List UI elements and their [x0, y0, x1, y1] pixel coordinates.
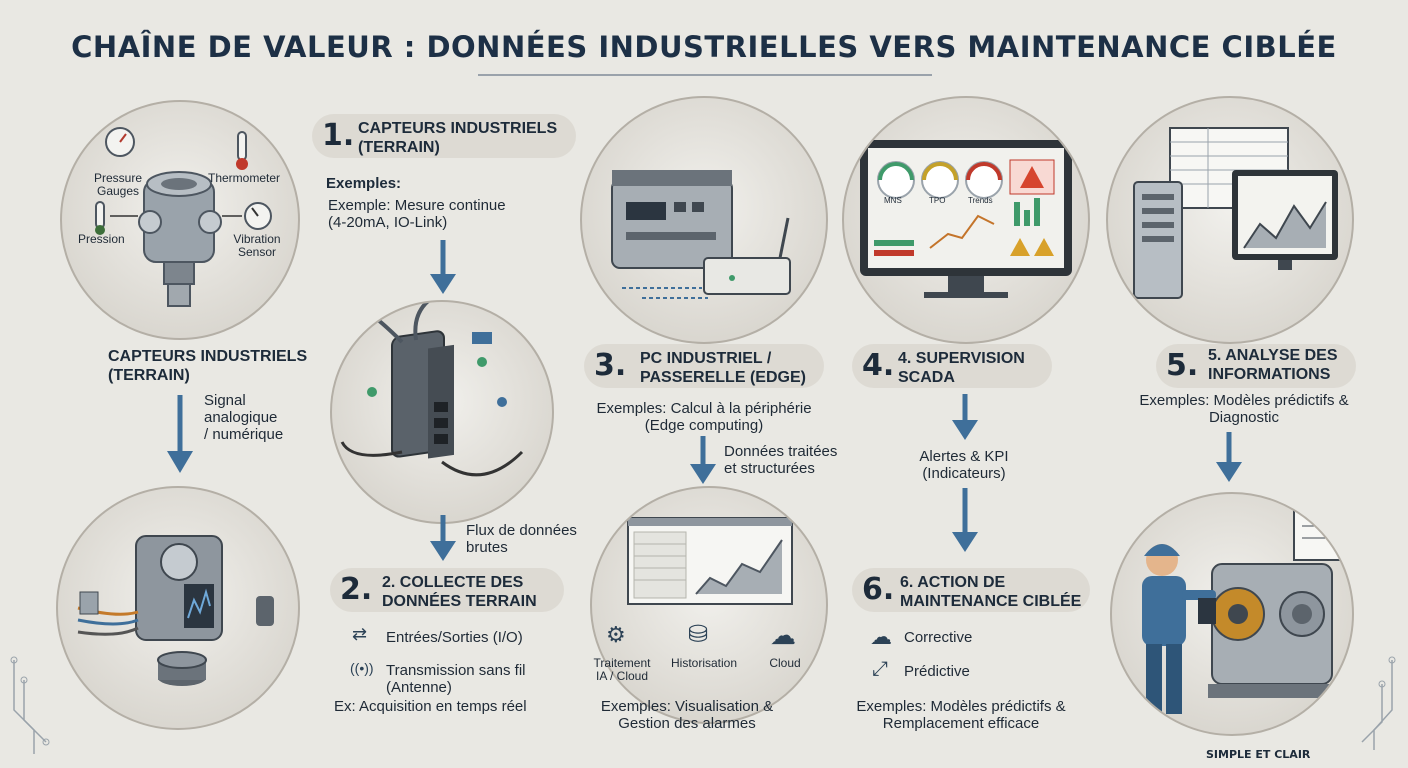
gateway-illustration — [330, 300, 554, 524]
corrective-cloud-icon: ☁ — [870, 624, 892, 649]
step1-examples-text: Exemple: Mesure continue (4-20mA, IO-Lin… — [328, 197, 506, 231]
step3-number: 3. — [594, 348, 627, 383]
io-arrows-icon: ⇄ — [352, 624, 368, 644]
predictive-trend-icon: ⤢ — [872, 658, 888, 680]
step1-heading: CAPTEURS INDUSTRIELS (TERRAIN) — [358, 120, 558, 156]
step5-examples-text: Exemples: Modèles prédictifs & Diagnosti… — [1139, 392, 1349, 426]
historian-illustration — [590, 486, 828, 724]
service-historian-label: Historisation — [670, 656, 738, 670]
step6-corrective-text: Corrective — [904, 629, 973, 646]
step2-number: 2. — [340, 572, 373, 607]
step1-down-arrow — [430, 240, 456, 294]
analysis-illustration — [1106, 96, 1354, 344]
step1-flux-arrow — [430, 515, 456, 561]
step5-header — [1156, 344, 1356, 388]
step2-example: Ex: Acquisition en temps réel — [334, 698, 527, 715]
step4-header — [852, 344, 1052, 388]
service-ai-label: Traitement IA / Cloud — [593, 656, 651, 683]
step1-flux-label: Flux de données brutes — [466, 522, 577, 556]
step4-heading: 4. SUPERVISION SCADA — [898, 350, 1025, 386]
step2-header — [330, 568, 564, 612]
step3-down-arrow — [690, 436, 716, 484]
pressure-gauges-label: Pressure Gauges — [93, 171, 143, 198]
sensors-down-arrow — [167, 395, 193, 473]
gauge-mns-label: MNS — [884, 196, 902, 205]
ai-processing-icon: ⚙ — [606, 622, 626, 647]
antenna-icon: ((•)) — [350, 660, 374, 676]
step6-examples-text: Exemples: Modèles prédictifs & Remplacem… — [856, 698, 1066, 732]
page-title: CHAÎNE DE VALEUR : DONNÉES INDUSTRIELLES… — [71, 30, 1337, 64]
database-icon: ⛁ — [688, 621, 709, 648]
sensors-heading: CAPTEURS INDUSTRIELS (TERRAIN) — [108, 348, 308, 384]
step2-heading: 2. COLLECTE DES DONNÉES TERRAIN — [382, 574, 537, 610]
step4-number: 4. — [862, 348, 895, 383]
gauge-tpo-label: TPO — [929, 196, 946, 205]
industrial-pc-illustration — [580, 96, 828, 344]
circuit-decoration-left — [10, 656, 50, 754]
footer-label: SIMPLE ET CLAIR — [1206, 748, 1311, 761]
step3-examples-text: Exemples: Calcul à la périphérie (Edge c… — [596, 400, 812, 434]
step5-heading: 5. ANALYSE DES INFORMATIONS — [1208, 347, 1338, 383]
step3-bottom-text: Exemples: Visualisation & Gestion des al… — [600, 698, 774, 732]
step6-heading: 6. ACTION DE MAINTENANCE CIBLÉE — [900, 574, 1082, 610]
circuit-decoration-right — [1361, 656, 1396, 750]
service-cloud-label: Cloud — [769, 656, 801, 670]
step4-down-arrow-2 — [952, 488, 978, 552]
step3-heading: PC INDUSTRIEL / PASSERELLE (EDGE) — [640, 350, 806, 386]
gauge-trends-label: Trends — [968, 196, 993, 205]
step1-header — [312, 114, 576, 158]
cloud-icon: ☁ — [770, 620, 796, 650]
collector-illustration — [56, 486, 300, 730]
step2-wireless-text: Transmission sans fil (Antenne) — [386, 662, 526, 696]
step6-number: 6. — [862, 572, 895, 607]
sensors-illustration — [60, 100, 300, 340]
step3-header — [584, 344, 824, 388]
step3-arrow-label: Données traitées et structurées — [724, 443, 838, 477]
title-divider — [478, 74, 932, 76]
step4-arrow-label: Alertes & KPI (Indicateurs) — [919, 448, 1009, 482]
step1-number: 1. — [322, 118, 355, 153]
signal-label: Signal analogique / numérique — [204, 392, 284, 443]
step4-down-arrow-1 — [952, 394, 978, 440]
scada-illustration — [842, 96, 1090, 344]
vibration-sensor-label: Vibration Sensor — [233, 232, 281, 259]
step1-examples-title: Exemples: — [326, 175, 402, 192]
step5-number: 5. — [1166, 348, 1199, 383]
step6-predictive-text: Prédictive — [904, 663, 970, 680]
technician-illustration — [1110, 492, 1354, 736]
step6-header — [852, 568, 1090, 612]
step5-down-arrow — [1216, 432, 1242, 482]
pression-label: Pression — [78, 232, 125, 246]
step2-io-text: Entrées/Sorties (I/O) — [386, 629, 523, 646]
thermometer-label: Thermometer — [208, 171, 281, 185]
